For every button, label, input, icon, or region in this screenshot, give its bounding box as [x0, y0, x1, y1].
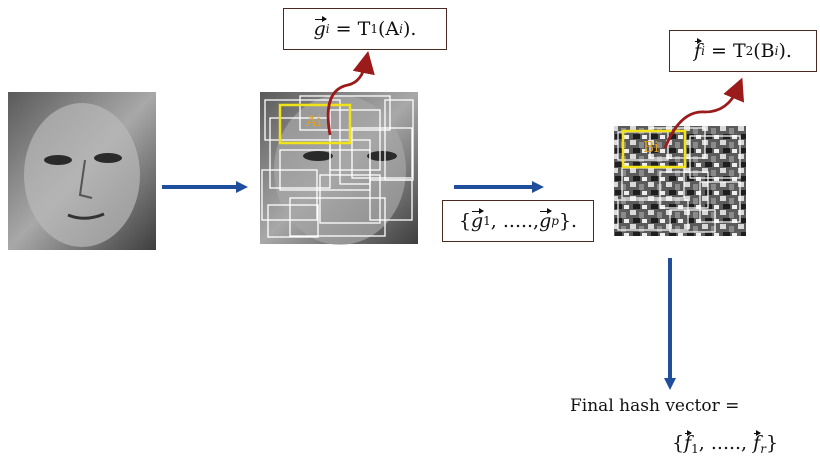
formula-g-arg-sub: i	[399, 22, 403, 36]
vec-f-sub: i	[701, 44, 705, 58]
formula-f-rhs: = T	[710, 40, 746, 62]
curve-arrow-b	[663, 77, 745, 149]
set-g-first-sub: 1	[483, 214, 491, 228]
region-b-label: Bi	[643, 138, 659, 156]
arrow-right-2	[454, 181, 544, 193]
vec-f: f	[694, 38, 703, 62]
set-g-last-sub: p	[551, 214, 559, 228]
arrow-down	[664, 258, 676, 390]
set-g-open: {	[458, 210, 471, 232]
set-f-open: {	[672, 432, 685, 454]
final-hash-set: {f1, ....., fr}	[672, 430, 779, 456]
formula-g-rhs-sub: 1	[370, 22, 378, 36]
set-g-last: g	[539, 208, 553, 232]
set-f-first-sub: 1	[691, 442, 699, 456]
region-a-label: Ai	[306, 112, 322, 130]
formula-g-rhs: = T	[335, 18, 371, 40]
set-g-mid: , .....,	[490, 210, 540, 232]
set-g-close: }.	[558, 210, 578, 232]
set-g-first: g	[470, 208, 485, 232]
vec-g-sub: i	[325, 22, 330, 36]
transformed-image	[614, 126, 746, 236]
formula-g-arg: (A	[377, 18, 400, 40]
face-image	[8, 92, 156, 250]
formula-f-arg-sub: i	[774, 44, 779, 58]
face-with-regions	[260, 92, 418, 245]
set-f-last: f	[753, 430, 762, 454]
formula-f-arg: (B	[753, 40, 775, 62]
set-f-first: f	[684, 430, 693, 454]
formula-g-end: ).	[402, 18, 417, 40]
set-f-last-sub: r	[760, 442, 766, 456]
final-hash-label: Final hash vector =	[570, 396, 740, 416]
set-f-mid: , .....,	[698, 432, 754, 454]
vec-g: g	[313, 16, 327, 40]
formula-f-end: ).	[778, 40, 792, 62]
set-f-close: }	[765, 432, 779, 454]
arrow-right-1	[162, 181, 248, 193]
curve-arrow-a	[326, 51, 375, 136]
formula-f-rhs-sub: 2	[745, 44, 754, 58]
